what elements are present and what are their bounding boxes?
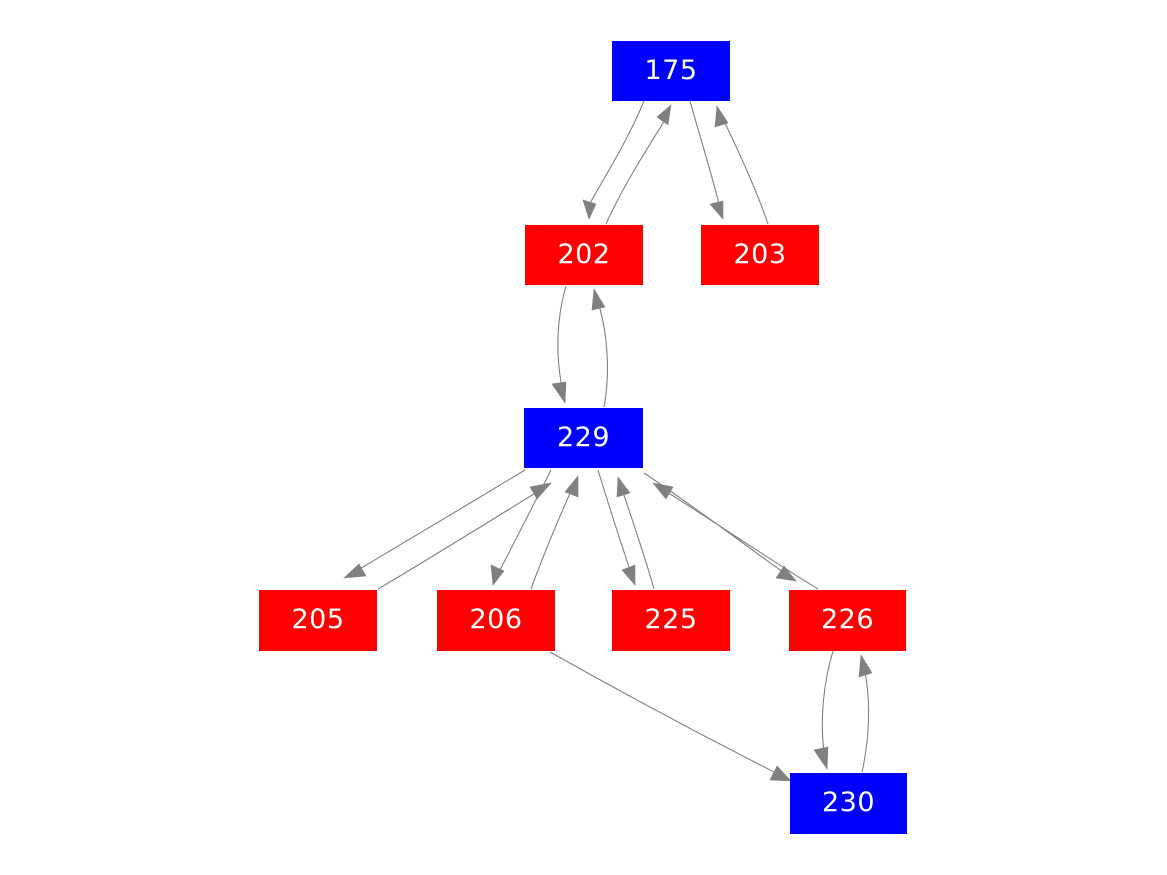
edge-206-to-229 — [530, 475, 579, 590]
edge-226-to-229 — [652, 482, 819, 590]
graph-node-205[interactable]: 205 — [259, 590, 377, 651]
edge-229-to-205 — [343, 469, 526, 579]
graph-node-label: 230 — [821, 787, 876, 818]
edge-229-to-225 — [597, 469, 636, 586]
edge-229-to-202 — [591, 288, 608, 408]
edge-202-to-229 — [551, 285, 567, 404]
graph-node-label: 203 — [733, 238, 787, 270]
graph-node-label: 175 — [644, 54, 698, 86]
graph-node-label: 205 — [291, 604, 345, 635]
edge-230-to-226 — [858, 654, 873, 773]
graph-node-label: 226 — [820, 604, 875, 635]
graph-node-label: 202 — [557, 238, 611, 270]
graph-node-label: 225 — [644, 604, 698, 635]
edge-203-to-175 — [714, 105, 769, 225]
graph-node-225[interactable]: 225 — [612, 590, 730, 651]
graph-node-label: 229 — [556, 421, 611, 453]
graph-node-229[interactable]: 229 — [524, 408, 643, 468]
graph-node-202[interactable]: 202 — [525, 225, 643, 285]
edge-226-to-230 — [813, 650, 834, 770]
graph-node-203[interactable]: 203 — [701, 225, 819, 285]
edge-202-to-175 — [605, 104, 672, 225]
edge-175-to-202 — [582, 100, 645, 220]
edge-175-to-203 — [689, 100, 724, 220]
graph-node-label: 206 — [469, 604, 523, 635]
edge-225-to-229 — [616, 476, 655, 590]
edge-206-to-230 — [549, 651, 792, 782]
graph-node-206[interactable]: 206 — [437, 590, 555, 651]
edge-229-to-206 — [490, 469, 552, 586]
graph-node-230[interactable]: 230 — [790, 773, 907, 834]
graph-node-175[interactable]: 175 — [612, 41, 730, 101]
graph-node-226[interactable]: 226 — [789, 590, 906, 651]
